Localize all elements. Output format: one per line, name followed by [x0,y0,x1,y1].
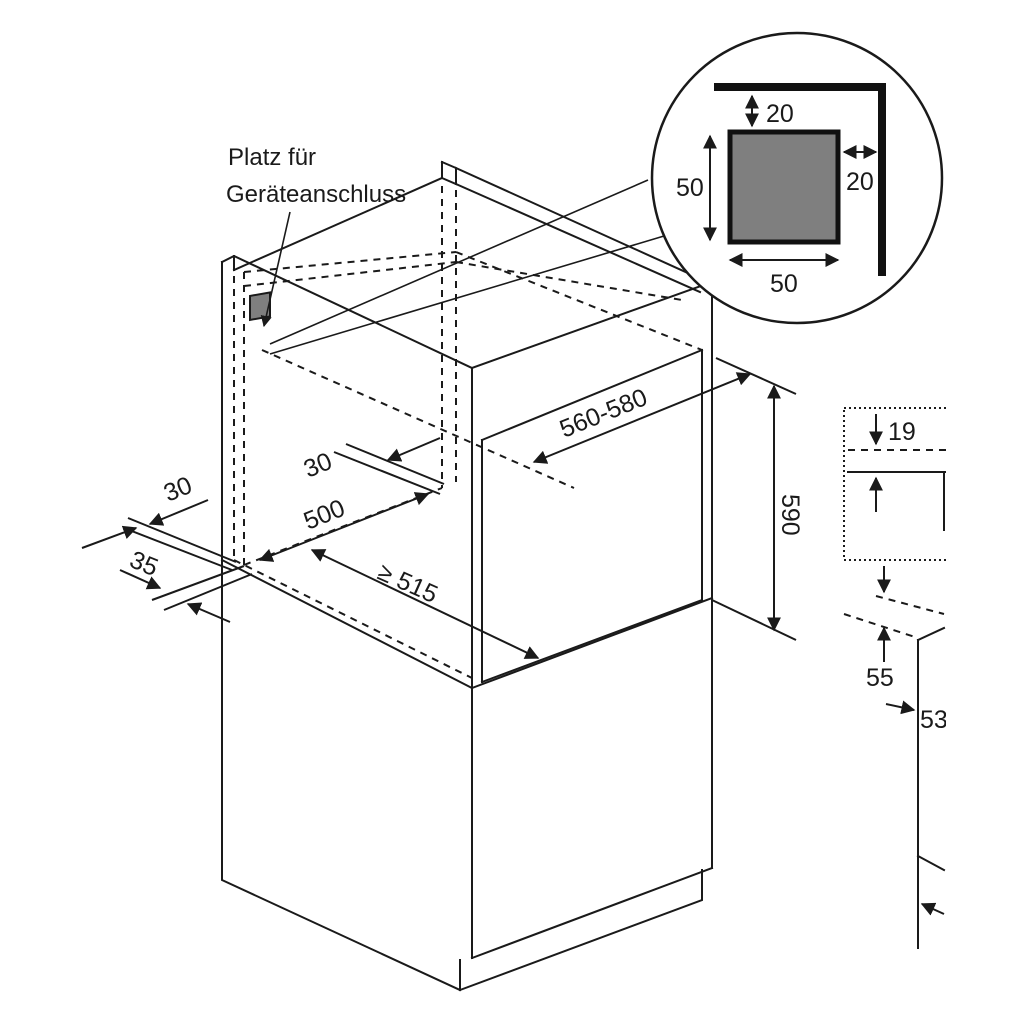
callout-line-1: Platz für [228,144,316,171]
dim-590-label: 590 [776,494,804,536]
dim-30-left-label: 30 [160,471,196,507]
connection-socket [249,179,665,355]
right-19-label: 19 [888,418,916,446]
detail-20-right-label: 20 [846,168,874,196]
dim-30-inner-label: 30 [300,447,336,483]
callout-line-2: Geräteanschluss [226,181,406,208]
dim-515-label: ≥ 515 [374,558,442,609]
callout-label: Platz für Geräteanschluss [226,144,406,328]
dim-500-label: 500 [300,494,349,536]
detail-20-top-label: 20 [766,100,794,128]
right-partial-view: 19 55 53 [843,400,1024,960]
right-53-label: 53 [920,706,948,734]
callout-pointer-arrow [260,211,291,328]
right-55-label: 55 [866,664,894,692]
detail-50-bottom-label: 50 [770,270,798,298]
hidden-edges [233,186,703,679]
cabinet [220,160,714,992]
detail-magnifier: 20 50 20 50 [650,31,944,325]
detail-50-left-label: 50 [676,174,704,202]
dimension-lines: 30 35 30 500 ≥ 515 560-580 590 [81,357,804,659]
dim-35-label: 35 [126,546,162,582]
